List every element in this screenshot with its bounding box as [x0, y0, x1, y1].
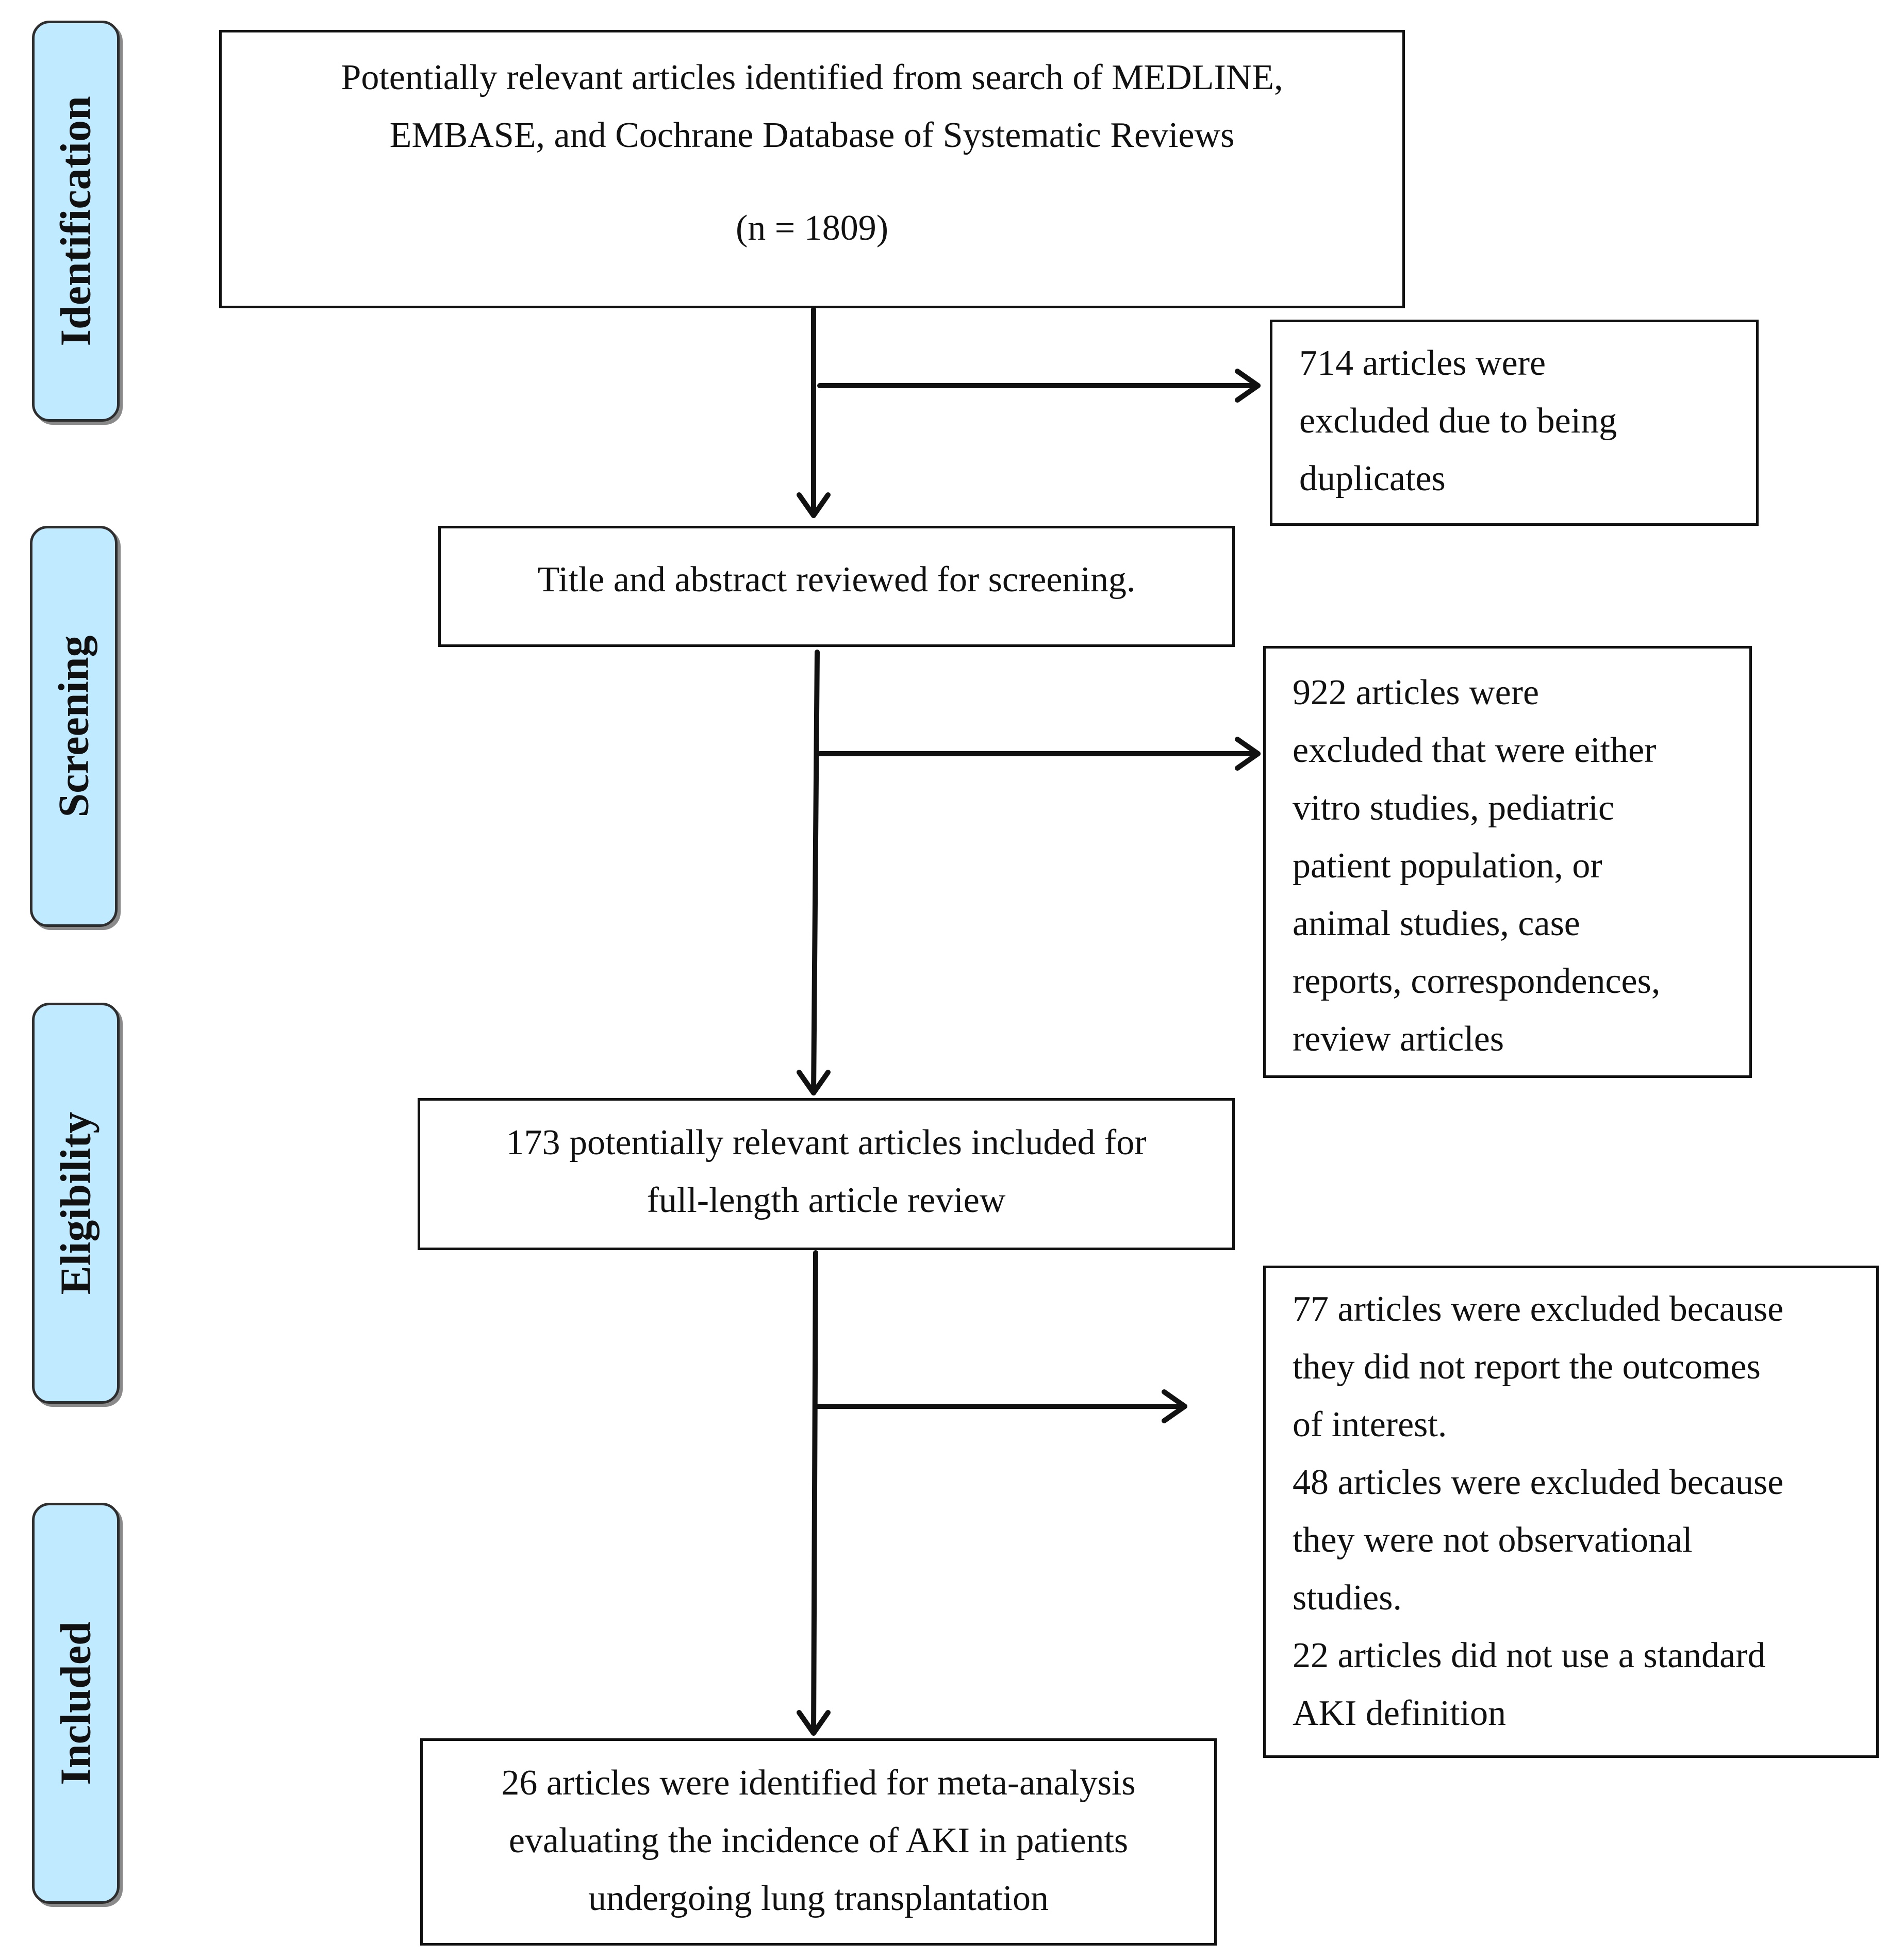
included-text-line: evaluating the incidence of AKI in patie…	[508, 1821, 1129, 1861]
screen-excluded-text-line: excluded that were either	[1293, 730, 1657, 770]
screen-excluded-text-line: review articles	[1293, 1019, 1504, 1059]
connector-screening-to-fulltext	[811, 650, 820, 1095]
duplicates-text-line: duplicates	[1299, 459, 1446, 499]
identified-text-line: EMBASE, and Cochrane Database of Systema…	[389, 115, 1235, 155]
fulltext-excluded-text-line: they did not report the outcomes	[1293, 1347, 1761, 1387]
fulltext-excluded-text-line: studies.	[1293, 1578, 1402, 1618]
fulltext-text-line: 173 potentially relevant articles includ…	[506, 1123, 1147, 1162]
fulltext-excluded-box: 77 articles were excluded because they d…	[1263, 1266, 1879, 1758]
fulltext-excluded-text-line: they were not observational	[1293, 1520, 1693, 1560]
screen-excluded-text-line: reports, correspondences,	[1293, 961, 1661, 1001]
duplicates-text-line: 714 articles were	[1299, 343, 1546, 383]
fulltext-review-box: 173 potentially relevant articles includ…	[418, 1098, 1235, 1250]
arrowhead-down-included	[797, 1710, 831, 1736]
duplicates-text-line: excluded due to being	[1299, 401, 1617, 441]
stage-tab-included: Included	[32, 1503, 120, 1904]
screen-excluded-text-line: animal studies, case	[1293, 904, 1580, 943]
arrowhead-down-fulltext	[797, 1070, 831, 1095]
stage-tab-eligibility: Eligibility	[32, 1003, 120, 1404]
arrowhead-right-screen-excluded	[1235, 737, 1261, 771]
fulltext-excluded-text-line: 48 articles were excluded because	[1293, 1463, 1784, 1502]
included-studies-box: 26 articles were identified for meta-ana…	[420, 1738, 1217, 1946]
included-text-line: 26 articles were identified for meta-ana…	[501, 1763, 1136, 1803]
screening-text-line: Title and abstract reviewed for screenin…	[537, 560, 1136, 600]
arrowhead-right-duplicates	[1235, 369, 1261, 403]
screening-box: Title and abstract reviewed for screenin…	[438, 526, 1235, 647]
stage-tab-identification: Identification	[32, 21, 120, 422]
included-text-line: undergoing lung transplantation	[588, 1879, 1049, 1918]
fulltext-excluded-text-line: of interest.	[1293, 1405, 1447, 1444]
screen-excluded-text-line: patient population, or	[1293, 846, 1602, 886]
fulltext-excluded-text-line: 22 articles did not use a standard	[1293, 1636, 1766, 1675]
identified-text-line: Potentially relevant articles identified…	[341, 58, 1283, 97]
arrowhead-right-fulltext-excluded	[1162, 1389, 1187, 1423]
identified-count: (n = 1809)	[735, 208, 889, 248]
fulltext-excluded-text-line: 77 articles were excluded because	[1293, 1289, 1784, 1329]
screen-excluded-text-line: vitro studies, pediatric	[1293, 788, 1615, 828]
connector-fulltext-to-included	[811, 1250, 818, 1736]
arrowhead-down-screening	[797, 492, 831, 518]
screen-excluded-text-line: 922 articles were	[1293, 673, 1539, 712]
fulltext-excluded-text-line: AKI definition	[1293, 1693, 1506, 1733]
identified-records-box: Potentially relevant articles identified…	[219, 30, 1405, 308]
screening-excluded-box: 922 articles were excluded that were eit…	[1263, 646, 1752, 1078]
duplicates-excluded-box: 714 articles were excluded due to being …	[1270, 320, 1759, 526]
fulltext-text-line: full-length article review	[647, 1181, 1006, 1220]
stage-tab-screening: Screening	[30, 526, 118, 927]
